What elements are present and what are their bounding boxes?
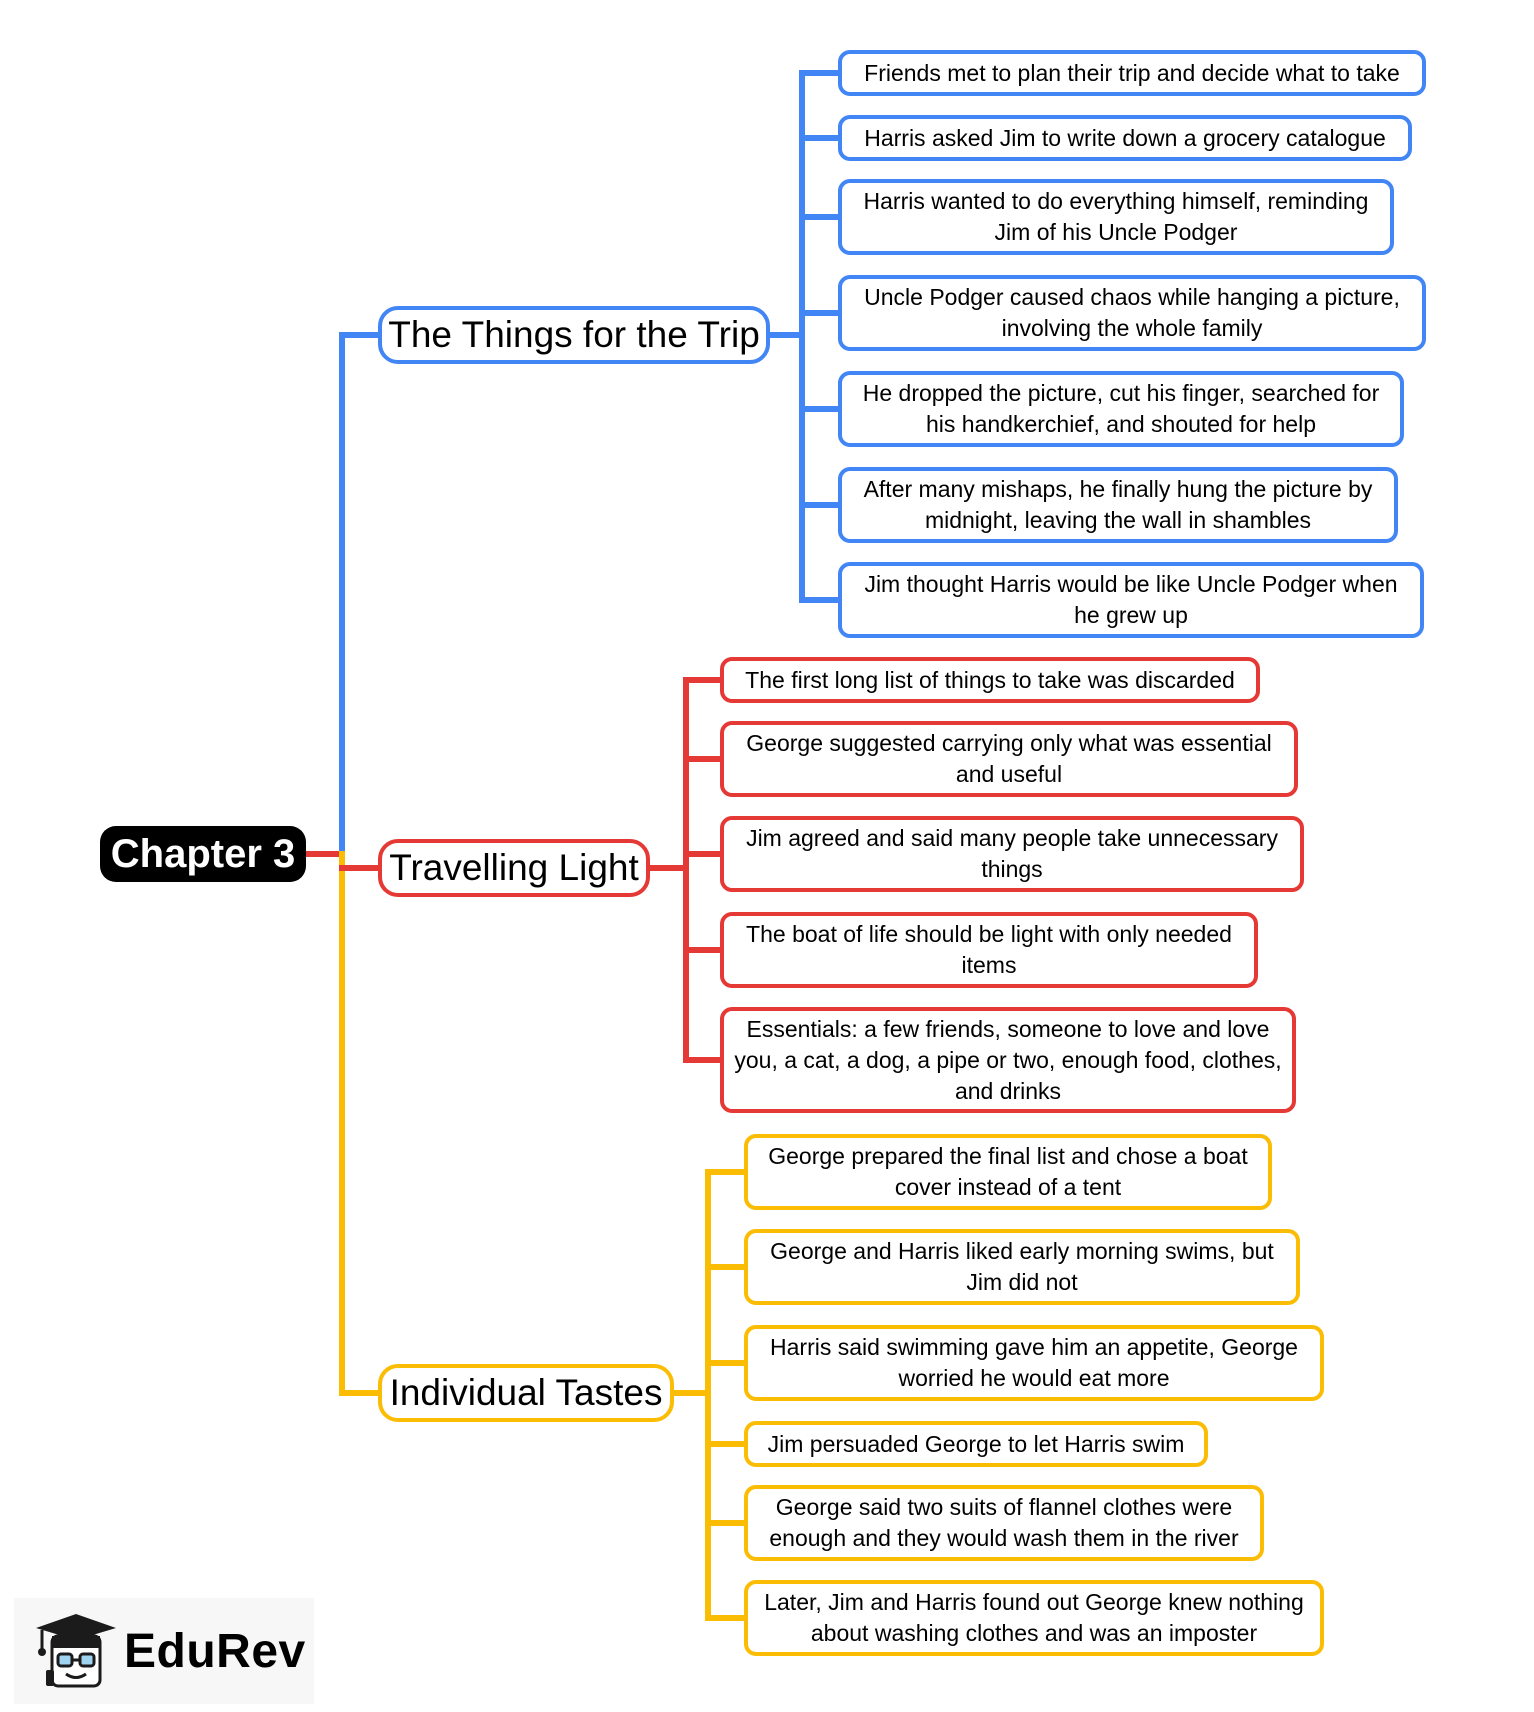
root-node: Chapter 3 [100,826,306,882]
leaf-node: The first long list of things to take wa… [720,657,1260,703]
edurev-logo: EduRev [14,1598,314,1704]
leaf-node: George and Harris liked early morning sw… [744,1229,1300,1305]
graduate-cap-icon [36,1614,116,1688]
leaf-node: Jim persuaded George to let Harris swim [744,1421,1208,1467]
leaf-node: Harris wanted to do everything himself, … [838,179,1394,255]
leaf-node: Harris asked Jim to write down a grocery… [838,115,1412,161]
branch-node: Travelling Light [378,839,650,897]
leaf-node: Harris said swimming gave him an appetit… [744,1325,1324,1401]
leaf-node: Friends met to plan their trip and decid… [838,50,1426,96]
leaf-node: Uncle Podger caused chaos while hanging … [838,275,1426,351]
logo-text: EduRev [124,1624,306,1678]
leaf-node: Jim agreed and said many people take unn… [720,816,1304,892]
branch-node: Individual Tastes [378,1364,674,1422]
leaf-node: George suggested carrying only what was … [720,721,1298,797]
leaf-node: George said two suits of flannel clothes… [744,1485,1264,1561]
leaf-node: Jim thought Harris would be like Uncle P… [838,562,1424,638]
leaf-node: After many mishaps, he finally hung the … [838,467,1398,543]
leaf-node: He dropped the picture, cut his finger, … [838,371,1404,447]
leaf-node: Essentials: a few friends, someone to lo… [720,1007,1296,1113]
leaf-node: Later, Jim and Harris found out George k… [744,1580,1324,1656]
branch-node: The Things for the Trip [378,306,770,364]
leaf-node: The boat of life should be light with on… [720,912,1258,988]
leaf-node: George prepared the final list and chose… [744,1134,1272,1210]
